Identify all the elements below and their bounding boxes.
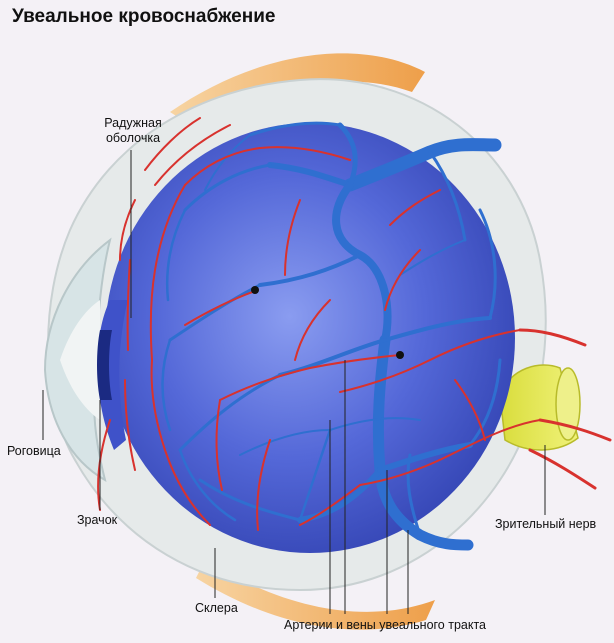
label-iris-line2: оболочка xyxy=(105,131,161,145)
uveal-veins xyxy=(161,121,502,551)
label-cornea: Роговица xyxy=(7,444,61,458)
optic-nerve xyxy=(499,364,581,451)
label-uveal-vessels: Артерии и вены увеального тракта xyxy=(284,618,487,632)
vessel-cut-lower xyxy=(396,351,404,359)
vessel-cut-upper xyxy=(251,286,259,294)
label-iris-line1: Радужная xyxy=(104,116,162,130)
diagram-title: Увеальное кровоснабжение xyxy=(12,6,276,27)
pupil xyxy=(97,330,112,400)
label-sclera: Склера xyxy=(195,601,238,615)
choroid xyxy=(105,123,515,553)
leader-lines xyxy=(42,150,546,614)
label-pupil: Зрачок xyxy=(77,513,118,527)
label-iris: Радужная оболочка xyxy=(80,116,186,146)
label-optic-nerve: Зрительный нерв xyxy=(495,517,597,531)
sclera-cut-top xyxy=(170,53,425,128)
sclera-cut-bottom xyxy=(196,560,435,630)
